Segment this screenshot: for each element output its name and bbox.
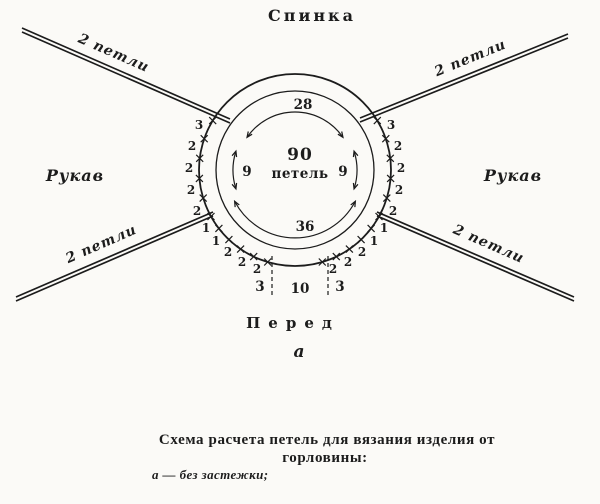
svg-text:2: 2 [185, 161, 193, 175]
raglan-line-bottom-left [15, 211, 214, 302]
svg-text:2: 2 [389, 204, 397, 218]
svg-text:2: 2 [344, 255, 352, 269]
svg-text:1: 1 [212, 234, 220, 248]
total-stitch-unit: петель [271, 166, 328, 182]
svg-text:2: 2 [329, 262, 337, 276]
svg-text:2: 2 [253, 262, 261, 276]
svg-text:3: 3 [387, 118, 395, 132]
edge-numbers-bottom-left: 1 1 2 2 2 [202, 221, 261, 276]
sleeve-left-arc [233, 152, 236, 188]
sleeve-right-label: Рукав [483, 166, 542, 185]
edge-numbers-left: 3 2 2 2 2 [185, 118, 203, 218]
raglan-line-bottom-right [376, 211, 575, 302]
svg-text:1: 1 [370, 234, 378, 248]
svg-text:2: 2 [187, 183, 195, 197]
caption-line-1: Схема расчета петель для вязания изделия… [159, 432, 495, 448]
svg-text:2: 2 [397, 161, 405, 175]
edge-numbers-right: 3 2 2 2 2 [387, 118, 405, 218]
svg-text:2: 2 [238, 255, 246, 269]
neckline-inner-circle [215, 90, 375, 250]
raglan-line-top-right [359, 33, 569, 123]
edge-numbers-bottom-right: 2 2 2 1 1 [329, 221, 388, 276]
neckline-outer-circle [198, 73, 392, 267]
svg-text:2: 2 [193, 204, 201, 218]
svg-text:10: 10 [291, 281, 310, 297]
back-stitch-count: 28 [294, 97, 313, 113]
sleeve-right-arc [354, 152, 357, 188]
bottom-group-counts: 3 10 3 [255, 279, 344, 297]
svg-text:2: 2 [358, 245, 366, 259]
sleeve-left-stitch-count: 9 [242, 164, 251, 180]
svg-text:2: 2 [394, 139, 402, 153]
svg-text:2: 2 [224, 245, 232, 259]
front-stitch-count: 36 [296, 219, 315, 235]
front-label: Перед [246, 314, 340, 332]
sleeve-left-label: Рукав [45, 166, 104, 185]
svg-text:3: 3 [255, 279, 264, 295]
raglan-top-left-label: 2 петли [75, 30, 152, 75]
svg-text:1: 1 [202, 221, 210, 235]
svg-text:2: 2 [188, 139, 196, 153]
raglan-line-top-left [21, 27, 231, 124]
svg-text:3: 3 [335, 279, 344, 295]
svg-text:2: 2 [395, 183, 403, 197]
caption-note: а — без застежки; [152, 467, 268, 482]
sleeve-right-stitch-count: 9 [338, 164, 347, 180]
total-stitch-count: 90 [287, 145, 313, 165]
back-label: Спинка [268, 6, 356, 25]
variant-label: а [293, 342, 304, 362]
front-section-arc [235, 202, 355, 239]
caption-line-2: горловины: [282, 450, 368, 466]
svg-text:3: 3 [195, 118, 203, 132]
svg-text:1: 1 [380, 221, 388, 235]
back-section-arc [248, 111, 343, 137]
